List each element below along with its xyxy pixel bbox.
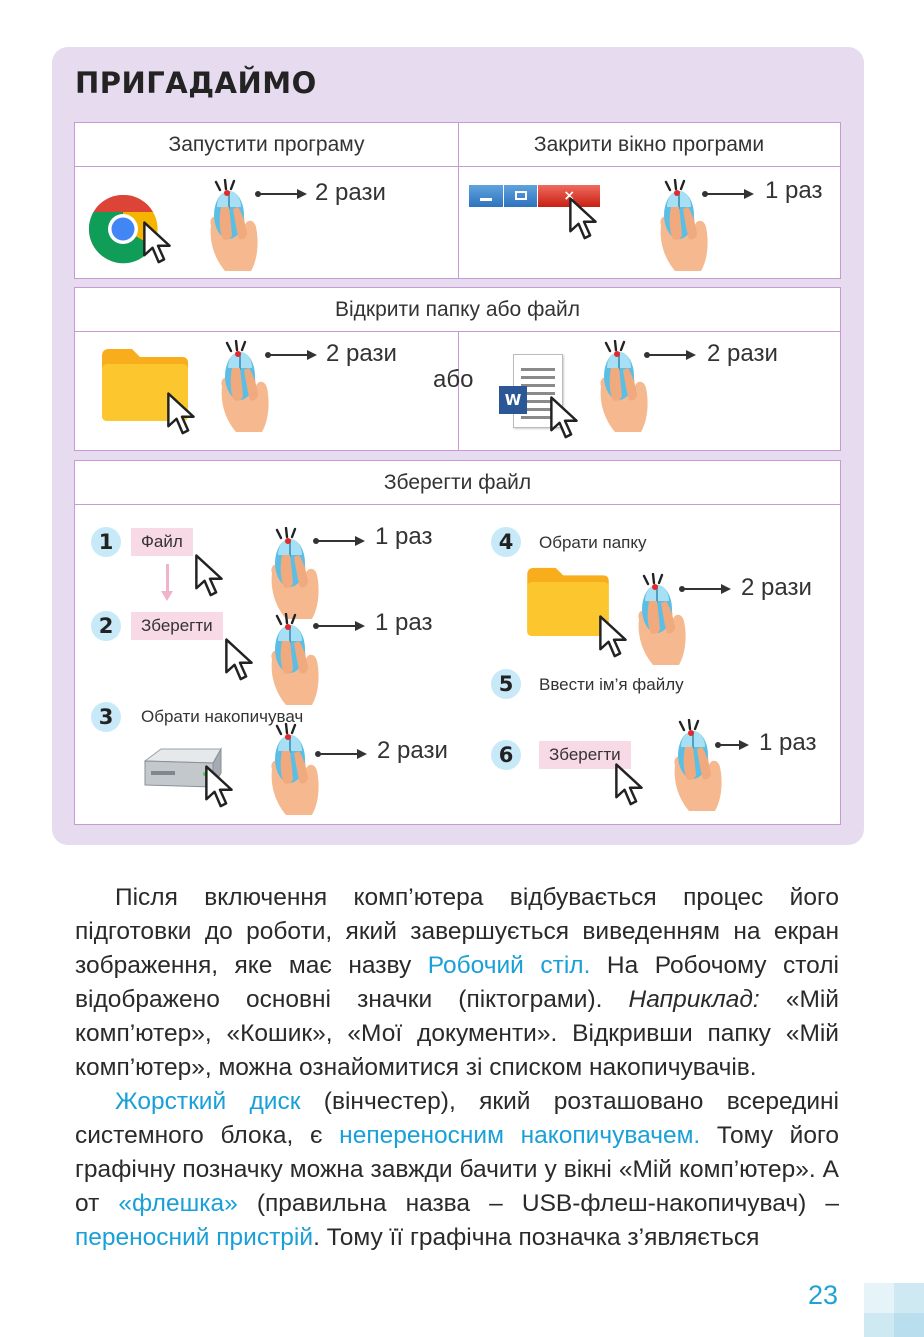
save-button: Зберегти	[539, 741, 631, 769]
step-number: 6	[491, 740, 521, 770]
corner-decoration	[864, 1313, 894, 1337]
arrow-icon	[644, 350, 696, 360]
step-text: Обрати накопичувач	[141, 707, 304, 726]
arrow-icon	[265, 350, 317, 360]
term-non-removable: неперeносним накопичувачем.	[339, 1122, 701, 1149]
or-label: або	[433, 366, 474, 393]
mouse-click-icon	[671, 719, 725, 811]
header-save: Зберегти файл	[75, 461, 840, 505]
p1-text-b: На Робочому столі відображено основні зн…	[75, 952, 839, 1013]
header-launch: Запустити програму	[75, 123, 458, 167]
arrow-icon	[313, 536, 365, 546]
arrow-icon	[715, 740, 749, 750]
p1-example: Наприклад:	[628, 986, 760, 1013]
header-open: Відкрити папку або файл	[75, 288, 840, 332]
arrow-icon	[315, 749, 367, 759]
corner-decoration	[894, 1313, 924, 1337]
arrow-icon	[679, 584, 731, 594]
click-count: 2 рази	[741, 574, 812, 601]
word-letter: W	[499, 386, 527, 414]
paragraph-2: Жорсткий диск (вінчестер), який розташов…	[75, 1085, 839, 1255]
cursor-icon	[225, 638, 255, 682]
cursor-icon	[205, 765, 235, 809]
step-number: 3	[91, 702, 121, 732]
click-count: 2 рази	[707, 340, 778, 367]
header-close: Закрити вікно програми	[458, 123, 840, 167]
divider	[458, 332, 459, 450]
step-number: 1	[91, 527, 121, 557]
down-arrow-icon	[166, 564, 169, 594]
arrow-icon	[255, 189, 307, 199]
click-count: 1 раз	[375, 609, 433, 636]
click-count: 1 раз	[765, 177, 823, 204]
table-launch-close: Запустити програму Закрити вікно програм…	[74, 122, 841, 279]
divider	[458, 123, 459, 278]
save-button: Зберегти	[131, 612, 223, 640]
arrow-icon	[702, 189, 754, 199]
term-flash: «флешка»	[118, 1190, 238, 1217]
table-open: Відкрити папку або файл 2 рази або W 2 р…	[74, 287, 841, 451]
click-count: 1 раз	[375, 523, 433, 550]
cursor-icon	[195, 554, 225, 598]
cursor-icon	[143, 221, 173, 265]
p2-text-b: Тому його графічну позначку можна завжди…	[75, 1122, 840, 1217]
window-controls: ×	[469, 185, 600, 207]
step-number: 5	[491, 669, 521, 699]
cursor-icon	[615, 763, 645, 807]
step-number: 2	[91, 611, 121, 641]
chrome-icon	[88, 194, 158, 264]
corner-decoration	[864, 1283, 894, 1313]
mouse-click-icon	[597, 340, 651, 432]
page-number: 23	[808, 1280, 839, 1310]
step-number: 4	[491, 527, 521, 557]
file-menu-button: Файл	[131, 528, 193, 556]
minimize-button-icon	[469, 185, 503, 207]
click-count: 1 раз	[759, 729, 817, 756]
cursor-icon	[550, 396, 580, 440]
maximize-button-icon	[503, 185, 538, 207]
mouse-click-icon	[207, 179, 261, 271]
term-removable: переносний пристрій	[75, 1224, 314, 1251]
p1-text-c: «Мій комп’ютер», «Кошик», «Мої документи…	[75, 986, 839, 1081]
cursor-icon	[569, 197, 599, 241]
arrow-icon	[313, 621, 365, 631]
mouse-click-icon	[218, 340, 272, 432]
term-desktop: Робочий стіл.	[427, 952, 591, 979]
click-count: 2 рази	[315, 179, 386, 206]
step-text: Обрати папку	[539, 533, 647, 552]
box-title: ПРИГАДАЙМО	[75, 66, 317, 100]
paragraph-1: Після включення комп’ютера відбувається …	[75, 881, 839, 1085]
mouse-click-icon	[268, 723, 322, 815]
p2-text-a: (вінчестер), який розташовано всередині …	[75, 1088, 839, 1149]
cursor-icon	[167, 392, 197, 436]
down-arrow-head	[161, 591, 173, 601]
close-button-icon: ×	[538, 185, 600, 207]
click-count: 2 рази	[326, 340, 397, 367]
corner-decoration	[894, 1283, 924, 1313]
p2-text-c: (правильна назва – USB-флеш-накопичувач)…	[237, 1190, 839, 1217]
table-save: Зберегти файл 1 Файл 1 раз 2 Зберегти 1 …	[74, 460, 841, 825]
term-hard-disk: Жорсткий диск	[115, 1088, 301, 1115]
click-count: 2 рази	[377, 737, 448, 764]
cursor-icon	[599, 615, 629, 659]
p1-text-a: Після включення комп’ютера відбувається …	[75, 884, 839, 979]
step-text: Ввести ім’я файлу	[539, 675, 684, 694]
p2-text-d: . Тому її графічна позначка з’являється	[313, 1224, 760, 1251]
